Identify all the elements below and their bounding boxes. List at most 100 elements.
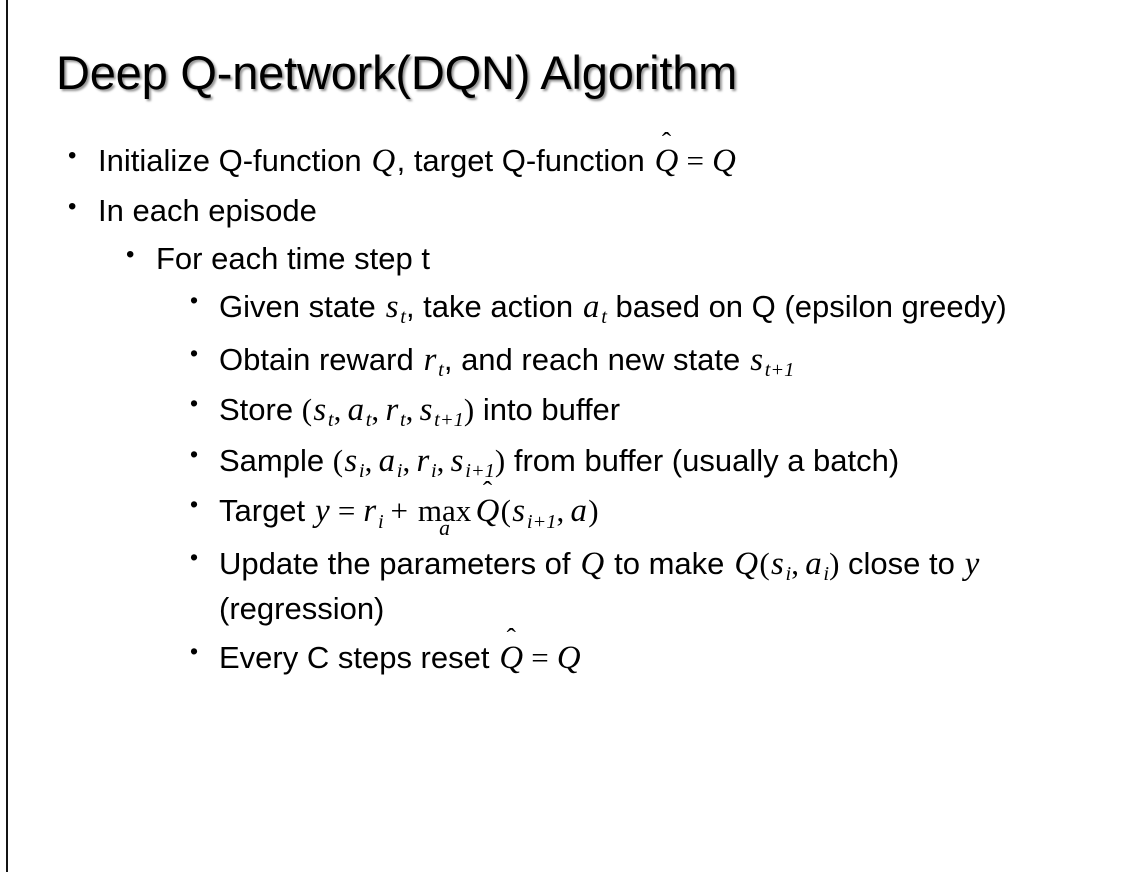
math-subscript-t: t	[365, 409, 372, 432]
text-run: based on Q (epsilon greedy)	[606, 289, 1007, 325]
text-run: (regression)	[219, 591, 385, 627]
math-comma: ,	[364, 442, 373, 478]
math-comma: ,	[333, 392, 342, 428]
bullet-in-each-episode-text: In each episode	[98, 192, 317, 228]
bullet-store-transition-text: Store (st,at,rt,st+1) into buffer	[219, 388, 1100, 435]
math-comma: ,	[405, 392, 414, 428]
math-symbol-a: a	[347, 392, 365, 429]
bullet-for-each-time-step-text: For each time step t	[156, 241, 430, 276]
math-comma: ,	[371, 392, 380, 428]
text-run: Given state	[219, 289, 385, 325]
math-comma: ,	[791, 545, 799, 581]
math-symbol-y: y	[964, 545, 980, 582]
math-symbol-r: r	[385, 392, 399, 429]
math-symbol-s: s	[419, 392, 433, 429]
math-paren-close: )	[494, 442, 506, 478]
text-run: to make	[605, 545, 734, 581]
bullet-glyph: •	[190, 440, 199, 467]
math-symbol-a: a	[570, 493, 587, 530]
math-comma: ,	[556, 493, 565, 529]
math-symbol-s: s	[512, 493, 526, 530]
math-relation-equals: =	[686, 143, 704, 178]
math-subscript-t: t	[400, 306, 406, 329]
bullet-glyph: •	[190, 638, 199, 665]
bullet-glyph: •	[190, 339, 199, 366]
math-symbol-y: y	[315, 493, 330, 530]
math-symbol-a: a	[583, 289, 600, 326]
math-subscript-t-plus-1: t+1	[434, 409, 464, 432]
math-subscript-t: t	[399, 409, 406, 432]
bullet-glyph: •	[190, 543, 199, 570]
math-symbol-base: Q	[475, 493, 500, 530]
math-symbol-q-hat: ̂Q	[653, 140, 679, 183]
math-symbol-q: Q	[371, 143, 396, 179]
math-subscript-i: i	[358, 460, 365, 483]
math-symbol-s: s	[771, 545, 784, 582]
math-paren-open: (	[759, 545, 770, 581]
math-subscript-i-plus-1: i+1	[465, 460, 495, 483]
bullet-reset-target-network: • Every C steps reset ̂Q=Q	[0, 636, 1124, 680]
math-subscript-t-plus-1: t+1	[764, 358, 795, 381]
math-paren-open: (	[500, 493, 511, 529]
math-paren-close: )	[829, 545, 840, 581]
math-symbol-base: Q	[499, 640, 524, 677]
text-run: into buffer	[474, 392, 621, 428]
math-symbol-r: r	[363, 493, 377, 530]
bullet-initialize-text: Initialize Q-function Q, target Q-functi…	[98, 140, 1124, 183]
bullet-glyph: •	[126, 241, 135, 268]
math-subscript-i: i	[823, 563, 830, 586]
bullet-initialize: • Initialize Q-function Q, target Q-func…	[0, 140, 1124, 183]
math-relation-equals: =	[531, 640, 549, 676]
bullet-for-each-time-step: • For each time step t	[0, 239, 1124, 279]
math-symbol-base: Q	[654, 143, 679, 179]
bullet-reset-target-network-text: Every C steps reset ̂Q=Q	[219, 636, 1100, 680]
math-operator-plus: +	[390, 493, 408, 529]
math-symbol-q-hat: ̂Q	[474, 489, 500, 533]
math-symbol-r: r	[416, 442, 430, 479]
math-paren-close: )	[463, 392, 475, 428]
text-run: Initialize Q-function	[98, 143, 371, 178]
text-run: , take action	[405, 289, 582, 325]
math-symbol-q: Q	[712, 143, 736, 179]
math-operator-max-label: max	[417, 493, 472, 529]
bullet-glyph: •	[190, 390, 199, 417]
math-subscript-t: t	[438, 358, 444, 381]
math-operator-max-underscript: a	[439, 515, 450, 540]
text-run: Sample	[219, 442, 333, 478]
math-comma: ,	[436, 442, 445, 478]
text-run: Obtain reward	[219, 341, 423, 377]
bullet-glyph: •	[190, 287, 199, 314]
bullet-sample-batch-text: Sample (si,ai,ri,si+1) from buffer (usua…	[219, 439, 1100, 486]
math-symbol-q: Q	[734, 545, 759, 582]
bullet-obtain-reward-text: Obtain reward rt, and reach new state st…	[219, 338, 1100, 385]
bullet-sample-batch: • Sample (si,ai,ri,si+1) from buffer (us…	[0, 439, 1124, 486]
math-paren-open: (	[301, 392, 313, 428]
bullet-given-state: • Given state st, take action at based o…	[0, 285, 1124, 332]
math-symbol-q-hat: ̂Q	[498, 636, 524, 680]
math-relation-equals: =	[337, 493, 356, 529]
math-subscript-t: t	[327, 409, 334, 432]
math-symbol-r: r	[423, 341, 437, 378]
math-comma: ,	[402, 442, 411, 478]
math-symbol-q: Q	[556, 640, 581, 677]
bullet-update-parameters: • Update the parameters of Q to make Q(s…	[0, 542, 1124, 630]
text-run: from buffer (usually a batch)	[505, 442, 900, 478]
math-symbol-s: s	[385, 289, 399, 326]
math-paren-open: (	[332, 442, 344, 478]
math-subscript-i: i	[785, 563, 792, 586]
math-symbol-s: s	[344, 442, 358, 479]
bullet-obtain-reward: • Obtain reward rt, and reach new state …	[0, 338, 1124, 385]
bullet-target-equation-text: Target y=ri+maxâQ(si+1,a)	[219, 489, 1100, 538]
math-paren-close: )	[588, 493, 599, 529]
math-symbol-s: s	[450, 442, 464, 479]
left-edge-rule	[6, 0, 8, 872]
bullet-store-transition: • Store (st,at,rt,st+1) into buffer	[0, 388, 1124, 435]
bullet-glyph: •	[68, 142, 77, 169]
text-run: Store	[219, 392, 302, 428]
bullet-list: • Initialize Q-function Q, target Q-func…	[0, 140, 1124, 684]
math-subscript-i-plus-1: i+1	[526, 510, 557, 533]
bullet-glyph: •	[190, 491, 199, 518]
bullet-target-equation: • Target y=ri+maxâQ(si+1,a)	[0, 489, 1124, 538]
